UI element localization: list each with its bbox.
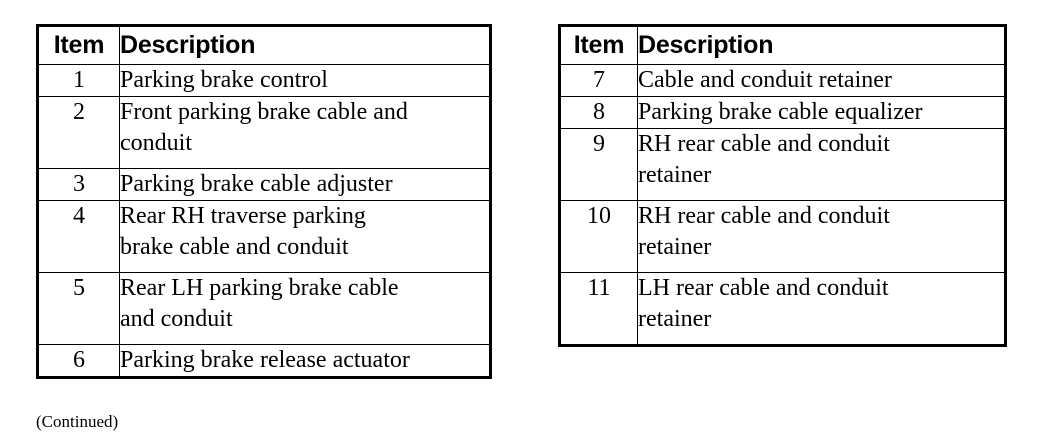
table-row: 8 Parking brake cable equalizer — [559, 96, 1006, 129]
cell-description: Parking brake cable adjuster — [119, 168, 491, 201]
cell-description: Rear RH traverse parking brake cable and… — [119, 200, 491, 273]
table-header-row: Item Description — [37, 25, 491, 65]
description-line: RH rear cable and conduit — [638, 131, 890, 157]
cell-description: Front parking brake cable and conduit — [119, 96, 491, 169]
description-line: Parking brake cable adjuster — [120, 171, 393, 197]
cell-item-number: 6 — [37, 344, 120, 378]
cell-description: LH rear cable and conduit retainer — [637, 272, 1006, 346]
table-row: 5 Rear LH parking brake cable and condui… — [37, 272, 491, 345]
cell-item-number: 4 — [37, 200, 120, 273]
cell-item-number: 11 — [559, 272, 638, 346]
cell-item-number: 8 — [559, 96, 638, 129]
cell-item-number: 10 — [559, 200, 638, 273]
table-body: 7 Cable and conduit retainer 8 Parking b… — [559, 64, 1006, 346]
cell-description: RH rear cable and conduit retainer — [637, 200, 1006, 273]
table-body: 1 Parking brake control 2 Front parking … — [37, 64, 491, 378]
parts-table-right: Item Description 7 Cable and conduit ret… — [558, 24, 1007, 347]
table-row: 3 Parking brake cable adjuster — [37, 168, 491, 201]
table-row: 9 RH rear cable and conduit retainer — [559, 128, 1006, 201]
description-line: Parking brake cable equalizer — [638, 99, 923, 125]
table-row: 10 RH rear cable and conduit retainer — [559, 200, 1006, 273]
cell-description: Rear LH parking brake cable and conduit — [119, 272, 491, 345]
description-line: and conduit — [120, 306, 233, 332]
description-line: conduit — [120, 130, 192, 156]
column-header-item: Item — [37, 25, 120, 65]
cell-item-number: 9 — [559, 128, 638, 201]
description-line: LH rear cable and conduit — [638, 275, 889, 301]
description-line: Parking brake control — [120, 67, 328, 93]
cell-item-number: 5 — [37, 272, 120, 345]
table-row: 6 Parking brake release actuator — [37, 344, 491, 378]
description-line: retainer — [638, 234, 712, 260]
description-line: Cable and conduit retainer — [638, 67, 892, 93]
cell-description: Parking brake cable equalizer — [637, 96, 1006, 129]
cell-description: Parking brake control — [119, 64, 491, 97]
table-row: 4 Rear RH traverse parking brake cable a… — [37, 200, 491, 273]
description-line: Parking brake release actuator — [120, 347, 410, 373]
column-header-description: Description — [637, 25, 1006, 65]
cell-description: Cable and conduit retainer — [637, 64, 1006, 97]
cell-item-number: 3 — [37, 168, 120, 201]
table-row: 11 LH rear cable and conduit retainer — [559, 272, 1006, 346]
continued-note: (Continued) — [36, 412, 119, 431]
parts-table-left: Item Description 1 Parking brake control… — [36, 24, 492, 379]
table-row: 2 Front parking brake cable and conduit — [37, 96, 491, 169]
table-row: 1 Parking brake control — [37, 64, 491, 97]
description-line: retainer — [638, 162, 712, 188]
cell-description: Parking brake release actuator — [119, 344, 491, 378]
column-header-description: Description — [119, 25, 491, 65]
cell-item-number: 2 — [37, 96, 120, 169]
description-line: brake cable and conduit — [120, 234, 349, 260]
cell-description: RH rear cable and conduit retainer — [637, 128, 1006, 201]
description-line: retainer — [638, 306, 712, 332]
column-header-item: Item — [559, 25, 638, 65]
table-row: 7 Cable and conduit retainer — [559, 64, 1006, 97]
cell-item-number: 7 — [559, 64, 638, 97]
description-line: RH rear cable and conduit — [638, 203, 890, 229]
description-line: Rear RH traverse parking — [120, 203, 366, 229]
description-line: Rear LH parking brake cable — [120, 275, 399, 301]
cell-item-number: 1 — [37, 64, 120, 97]
description-line: Front parking brake cable and — [120, 99, 408, 125]
table-header-row: Item Description — [559, 25, 1006, 65]
